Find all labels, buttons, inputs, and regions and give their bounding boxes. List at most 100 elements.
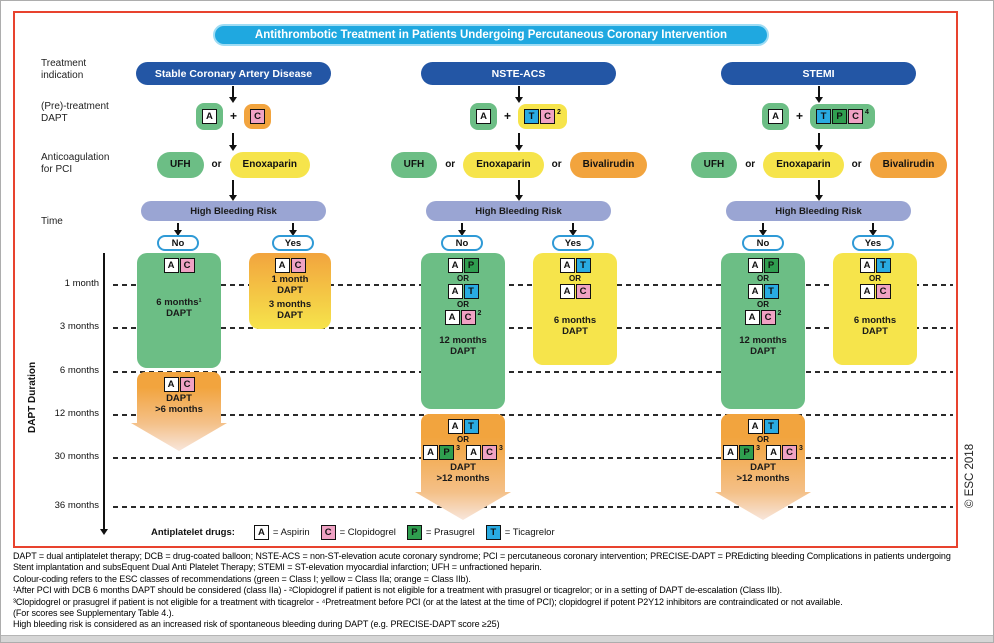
anticoag-pill-bivalirudin: Bivalirudin: [869, 151, 948, 178]
duration-line: DAPT: [277, 310, 303, 321]
down-arrow-icon: [869, 223, 877, 236]
figure-title: Antithrombotic Treatment in Patients Und…: [213, 24, 769, 46]
drug-chip-t-icon: T: [816, 108, 832, 124]
footnote-line: ³Clopidogrel or prasugrel if patient is …: [13, 596, 843, 607]
fade-arrow-down-icon: [715, 492, 811, 520]
drug-chip-p-icon: P: [406, 524, 422, 540]
time-tick-label: 36 months: [54, 500, 99, 511]
duration-line: 6 months: [553, 315, 597, 326]
time-tick-label: 3 months: [59, 321, 99, 332]
anticoag-pill-ufh: UFH: [690, 151, 738, 178]
anticoag-pill-ufh: UFH: [390, 151, 438, 178]
drug-chip-a-icon: A: [447, 419, 463, 434]
fade-arrow-down-icon: [415, 492, 511, 520]
plus-sign: +: [504, 109, 512, 123]
drug-chip-p-icon: P: [832, 108, 848, 124]
or-label: or: [551, 159, 562, 170]
anticoag-pill-enoxaparin: Enoxaparin: [763, 151, 844, 178]
drug-chip-a-icon: A: [744, 310, 760, 325]
drug-chip-c-icon: C: [179, 258, 195, 273]
down-arrow-icon: [815, 133, 823, 151]
duration-line: 12 months: [739, 335, 787, 346]
down-arrow-icon: [815, 86, 823, 103]
footnote-superscript: 3: [456, 445, 460, 452]
column-header-stemi: STEMI: [721, 62, 916, 85]
down-arrow-icon: [229, 180, 237, 201]
aspirin-container: A: [470, 102, 498, 130]
figure-red-border: [13, 11, 958, 548]
plus-sign: +: [796, 109, 804, 123]
drug-chip-a-icon: A: [747, 284, 763, 299]
down-arrow-icon: [759, 223, 767, 236]
duration-text: DAPT >6 months: [137, 393, 221, 415]
down-arrow-icon: [515, 180, 523, 201]
gridline-30-months: [113, 457, 953, 459]
duration-line: DAPT: [166, 393, 192, 404]
drug-chip-a-icon: A: [747, 419, 763, 434]
duration-line: DAPT: [750, 462, 776, 473]
footnote-line: Stent implantation and subsEquent Dual A…: [13, 562, 542, 573]
drug-chip-p-icon: P: [463, 258, 479, 273]
drug-chip-t-icon: T: [575, 258, 591, 273]
or-label: or: [851, 159, 862, 170]
anticoag-pill-enoxaparin: Enoxaparin: [229, 151, 311, 178]
high-bleeding-risk-pill: High Bleeding Risk: [426, 201, 611, 221]
legend-label: Antiplatelet drugs:: [151, 526, 235, 538]
drug-chip-a-icon: A: [163, 258, 179, 273]
drug-chip-a-icon: A: [253, 524, 269, 540]
footnote-line: Colour-coding refers to the ESC classes …: [13, 573, 471, 584]
time-axis-arrow: [100, 253, 108, 535]
drug-chip-p-icon: P: [763, 258, 779, 273]
p2y12-group: C: [244, 103, 271, 129]
down-arrow-icon: [229, 133, 237, 151]
row-label-line: Treatment: [41, 58, 87, 69]
footnote-line: DAPT = dual antiplatelet therapy; DCB = …: [13, 551, 951, 561]
duration-line: 3 months: [268, 299, 312, 310]
footnote-superscript: 2: [557, 108, 561, 116]
drug-chip-c-icon: C: [760, 310, 776, 325]
drug-chip-a-icon: A: [447, 284, 463, 299]
anticoag-pill-ufh: UFH: [156, 151, 204, 178]
down-arrow-icon: [174, 223, 182, 236]
or-label: OR: [757, 300, 769, 309]
drug-chip-c-icon: C: [460, 310, 476, 325]
drug-chip-c-icon: C: [320, 524, 336, 540]
branch-yes: Yes: [552, 235, 594, 251]
drug-chip-t-icon: T: [763, 284, 779, 299]
duration-line: >12 months: [736, 473, 790, 484]
drug-chip-t-icon: T: [763, 419, 779, 434]
or-label: OR: [457, 435, 469, 444]
footnote-line: (For scores see Supplementary Table 4.).: [13, 608, 174, 619]
drug-combo: C: [250, 108, 265, 124]
duration-line: DAPT: [750, 346, 776, 357]
down-arrow-icon: [815, 180, 823, 201]
drug-chip-a-icon: A: [766, 445, 781, 460]
drug-chip-a-icon: A: [559, 258, 575, 273]
duration-line: DAPT: [562, 326, 588, 337]
column-header-nste-acs: NSTE-ACS: [421, 62, 616, 85]
drug-chip-p-icon: P: [439, 445, 455, 460]
